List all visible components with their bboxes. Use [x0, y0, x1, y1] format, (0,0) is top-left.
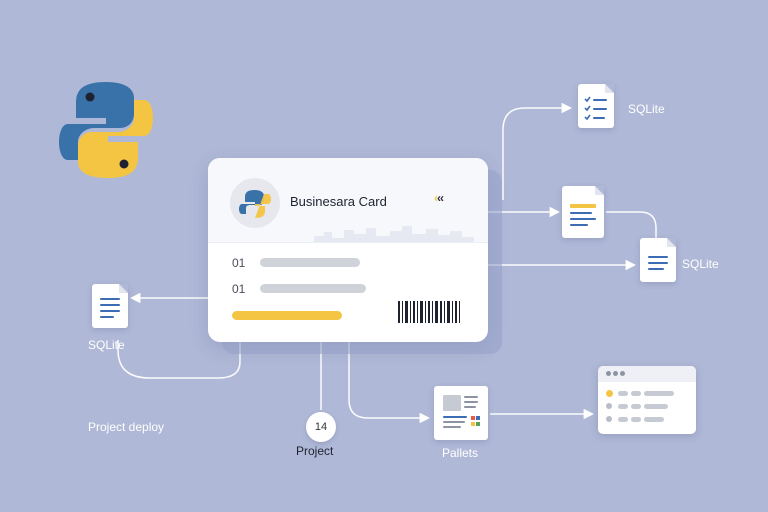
browser-window[interactable] — [598, 366, 696, 434]
row-bar-1 — [260, 258, 360, 267]
status-dot-icon — [606, 390, 613, 397]
connector-to-pallets — [348, 342, 431, 424]
sqlite-file-icon[interactable] — [578, 84, 614, 128]
browser-line — [644, 417, 664, 422]
sqlite-file-icon[interactable] — [640, 238, 676, 282]
schema-file-icon[interactable] — [562, 186, 604, 238]
browser-line — [631, 391, 641, 396]
project-badge: 14 — [314, 421, 328, 433]
row-bar-2 — [260, 284, 366, 293]
sqlite-top-label: SQLite — [628, 102, 665, 116]
list-dot-icon — [606, 403, 612, 409]
row-number-1: 01 — [232, 256, 246, 270]
connector-doc-to-sqlite — [606, 211, 657, 238]
browser-titlebar — [598, 366, 696, 382]
pallets-icon — [443, 395, 480, 428]
card-header: Businesara Card ‹‹‹‹‹‹ — [208, 158, 488, 243]
list-dot-icon — [606, 416, 612, 422]
python-logo-icon — [239, 190, 271, 218]
browser-line — [631, 417, 641, 422]
browser-line — [644, 404, 668, 409]
connector-left-loop — [117, 340, 241, 379]
window-dot-icon — [613, 371, 618, 376]
pallets-node[interactable] — [434, 386, 488, 440]
browser-line — [618, 417, 628, 422]
browser-line — [618, 404, 628, 409]
browser-line — [631, 404, 641, 409]
python-logo-icon — [59, 82, 153, 178]
window-dot-icon — [606, 371, 611, 376]
pallets-label: Pallets — [442, 446, 479, 460]
project-label: Project — [296, 444, 334, 458]
browser-line — [644, 391, 674, 396]
connector-to-sqlite-top — [502, 102, 573, 200]
sqlite-left-label: SQLite — [88, 338, 125, 352]
document-lines-icon — [570, 204, 596, 226]
skyline-decoration — [314, 226, 474, 242]
window-dot-icon — [620, 371, 625, 376]
sqlite-file-icon[interactable] — [92, 284, 128, 328]
document-lines-icon — [648, 256, 668, 270]
sqlite-mid-label: SQLite — [682, 257, 719, 271]
business-card: Businesara Card ‹‹‹‹‹‹ 01 01 — [208, 158, 488, 342]
checklist-icon — [584, 96, 607, 121]
project-node[interactable]: 14 — [306, 412, 336, 442]
highlight-bar — [232, 311, 342, 320]
card-avatar — [230, 178, 280, 228]
browser-line — [618, 391, 628, 396]
document-lines-icon — [100, 298, 120, 318]
project-deploy-label: Project deploy — [88, 420, 165, 434]
barcode-icon — [398, 301, 460, 323]
card-title: Businesara Card — [290, 194, 387, 209]
chevron-left-icon[interactable]: ‹‹‹‹‹‹ — [434, 191, 444, 205]
row-number-2: 01 — [232, 282, 246, 296]
